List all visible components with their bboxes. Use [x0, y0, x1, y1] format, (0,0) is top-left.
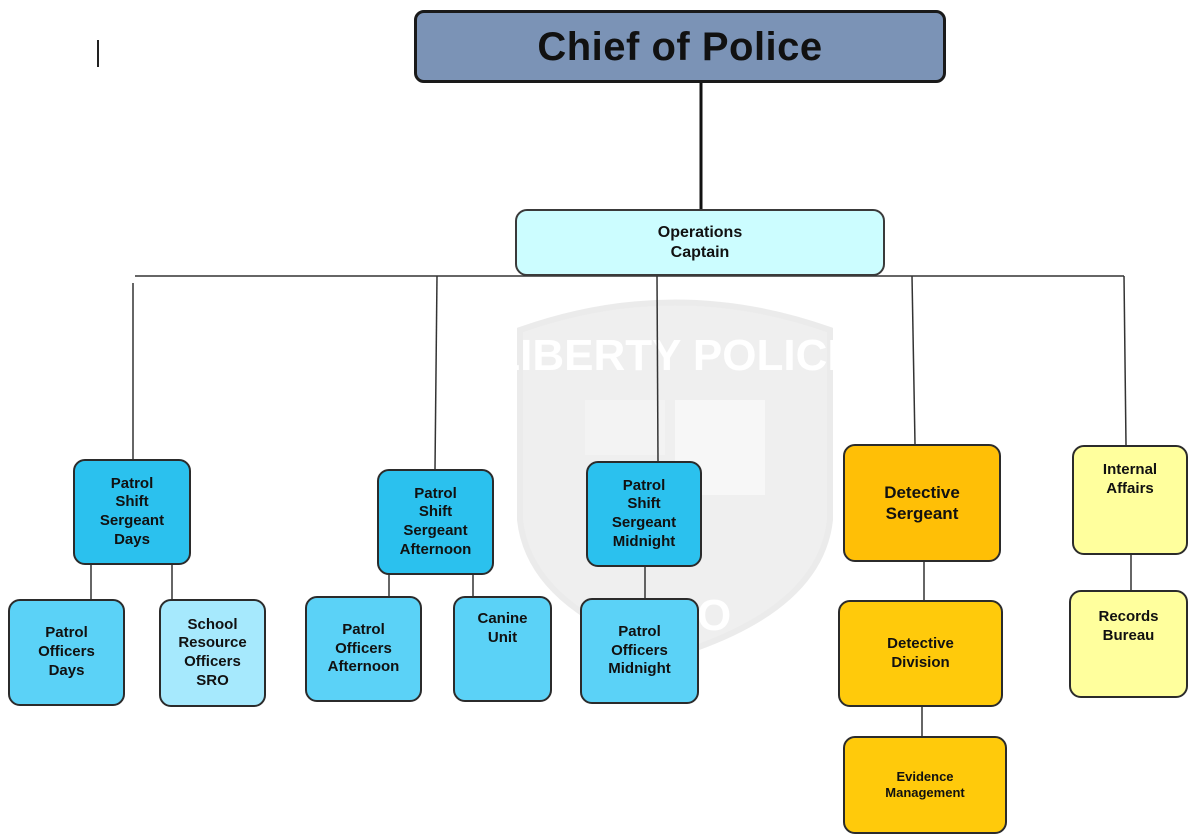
watermark-text: LIBERTY POLICE	[493, 331, 856, 380]
records-bureau-box: Records Bureau	[1069, 590, 1188, 698]
internal-affairs-box: Internal Affairs	[1072, 445, 1188, 555]
detective-sergeant-box: Detective Sergeant	[843, 444, 1001, 562]
connector-sgt-midnight	[656, 275, 659, 462]
connector-internal-affairs	[1123, 275, 1127, 446]
patrol-sergeant-midnight-box: Patrol Shift Sergeant Midnight	[586, 461, 702, 567]
connector-sgt-afternoon	[434, 275, 438, 470]
connector-lines	[90, 83, 1132, 736]
canine-unit-box: Canine Unit	[453, 596, 552, 702]
school-resource-officers-box: School Resource Officers SRO	[159, 599, 266, 707]
patrol-officers-midnight-box: Patrol Officers Midnight	[580, 598, 699, 704]
operations-captain-box: Operations Captain	[515, 209, 885, 276]
connector-detective-sergeant	[911, 275, 916, 445]
patrol-officers-afternoon-box: Patrol Officers Afternoon	[305, 596, 422, 702]
chief-of-police-box: Chief of Police	[414, 10, 946, 83]
patrol-sergeant-days-box: Patrol Shift Sergeant Days	[73, 459, 191, 565]
patrol-officers-days-box: Patrol Officers Days	[8, 599, 125, 706]
detective-division-box: Detective Division	[838, 600, 1003, 707]
patrol-sergeant-afternoon-box: Patrol Shift Sergeant Afternoon	[377, 469, 494, 575]
evidence-management-box: Evidence Management	[843, 736, 1007, 834]
